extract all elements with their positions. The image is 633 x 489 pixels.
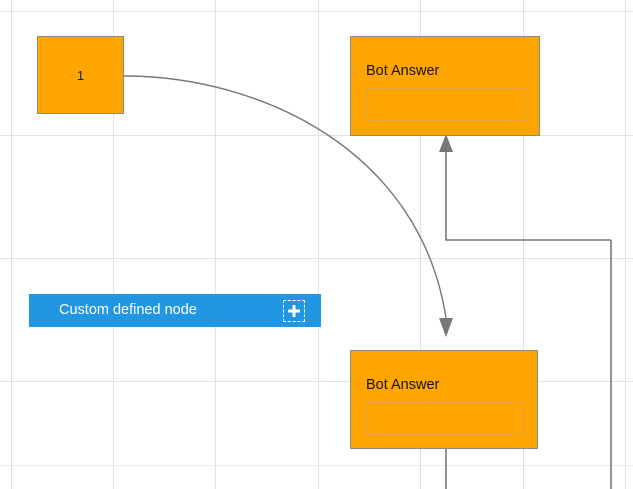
plus-icon[interactable]: [283, 299, 305, 322]
node-bot-answer-bottom-slot[interactable]: [366, 402, 524, 435]
arrowhead-up-icon: [439, 134, 453, 152]
node-bot-answer-bottom-title: Bot Answer: [366, 377, 440, 393]
node-bot-answer-top-title: Bot Answer: [366, 63, 440, 79]
node-bot-answer-bottom[interactable]: Bot Answer: [350, 350, 538, 449]
custom-defined-node-bar[interactable]: Custom defined node: [29, 294, 321, 327]
custom-defined-node-label: Custom defined node: [59, 302, 197, 319]
connector-node1-to-bot-bottom[interactable]: [123, 75, 447, 319]
arrowhead-down-icon: [439, 318, 453, 337]
node-1-label: 1: [76, 67, 85, 83]
node-bot-answer-top[interactable]: Bot Answer: [350, 36, 540, 136]
node-bot-answer-top-slot[interactable]: [366, 88, 526, 121]
connector-loopback-to-bot-top[interactable]: [445, 150, 611, 241]
node-1[interactable]: 1: [37, 36, 124, 114]
